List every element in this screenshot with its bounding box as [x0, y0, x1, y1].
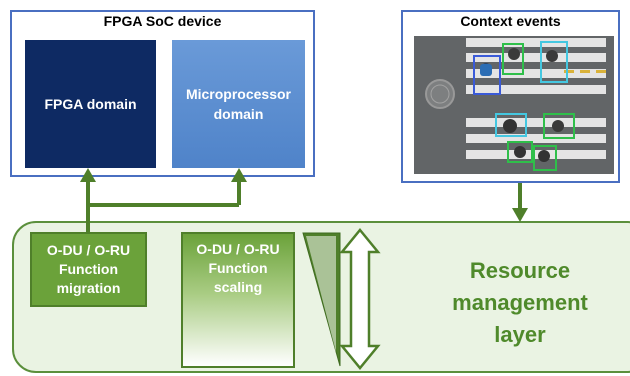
microprocessor-domain-block: Microprocessor domain [172, 40, 305, 168]
function-scaling-block: O-DU / O-RU Function scaling [181, 232, 295, 368]
fpga-domain-label: FPGA domain [44, 96, 137, 112]
detection-box [507, 141, 533, 163]
detection-box [543, 113, 575, 139]
fpga-soc-device-title: FPGA SoC device [103, 13, 222, 29]
microprocessor-label-line1: Microprocessor [185, 86, 292, 102]
context-down-arrowhead [512, 208, 528, 222]
migration-label-line1: O-DU / O-RU [46, 242, 131, 258]
pedestrian-5 [552, 120, 564, 132]
detection-box [495, 113, 527, 137]
rm-label-line2: management [452, 290, 588, 315]
detection-box [502, 43, 524, 75]
pedestrian-2 [508, 48, 520, 60]
pedestrian-4 [503, 119, 517, 133]
detection-box [533, 145, 557, 171]
function-migration-block: O-DU / O-RU Function migration [30, 232, 147, 307]
scaling-label-line2: Function [208, 260, 268, 276]
fpga-domain-block: FPGA domain [25, 40, 156, 168]
detection-box [540, 41, 568, 83]
pedestrian-3 [546, 50, 558, 62]
rm-label-line1: Resource [469, 258, 571, 283]
context-events-title: Context events [460, 13, 561, 29]
resource-management-label: Resource management layer [445, 255, 595, 351]
detection-box [473, 55, 501, 95]
migration-label-line3: migration [56, 280, 121, 296]
migration-label-line2: Function [58, 261, 119, 277]
microprocessor-label-line2: domain [213, 106, 264, 122]
rm-label-line3: layer [494, 322, 546, 347]
pedestrian-6 [514, 146, 550, 162]
scaling-label-line3: scaling [213, 279, 263, 295]
scaling-label-line1: O-DU / O-RU [196, 241, 280, 257]
crosswalk-photo [414, 36, 614, 174]
pedestrian-1 [480, 63, 492, 76]
